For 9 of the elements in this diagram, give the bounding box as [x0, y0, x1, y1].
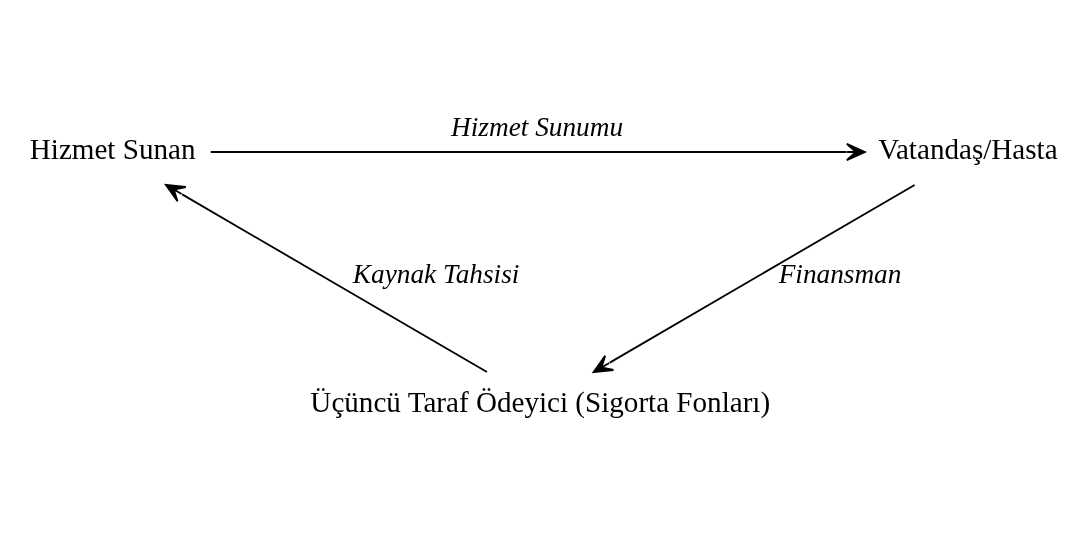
node-text: Vatandaş/Hasta: [878, 132, 1058, 165]
arrow: [209, 142, 866, 162]
edge-label: Kaynak Tahsisi: [352, 259, 520, 290]
node-text: Üçüncü Taraf Ödeyici (Sigorta Fonları): [310, 385, 771, 418]
arrow: [165, 184, 488, 373]
edge-label: Hizmet Sunumu: [451, 111, 624, 142]
arrow: [592, 184, 916, 373]
edge-label: Finansman: [778, 259, 902, 290]
node-text: Hizmet Sunan: [29, 132, 196, 165]
